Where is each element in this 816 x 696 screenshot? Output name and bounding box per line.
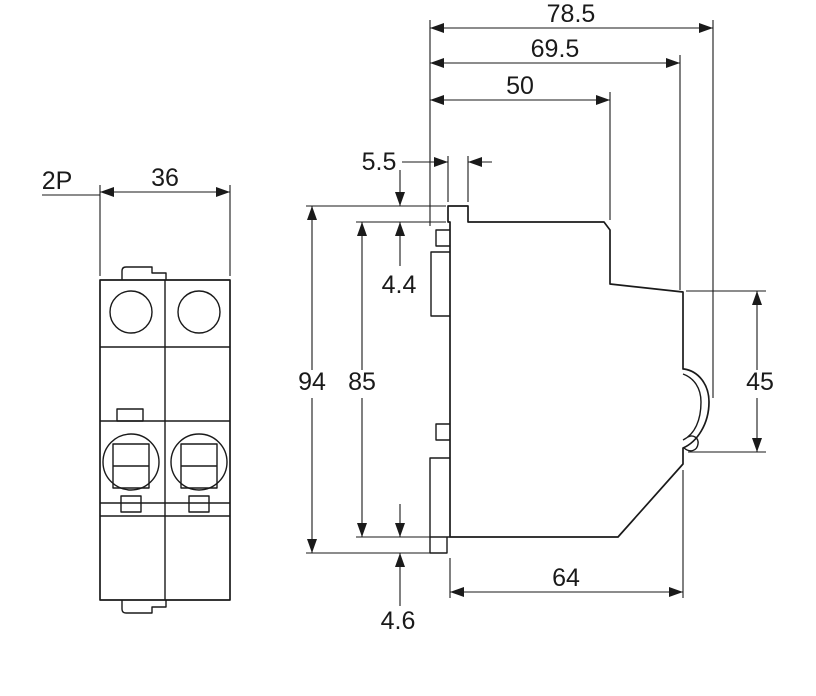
dim-depth-no-clip: 69.5 (430, 35, 681, 290)
front-view (99, 266, 231, 614)
dim-base-depth: 64 (449, 470, 684, 598)
front-toggle-ring-right (170, 433, 228, 491)
dim-label-tab-5-5: 5.5 (362, 148, 397, 176)
dim-label-depth-69-5: 69.5 (531, 35, 580, 63)
front-toggle-ring-left (102, 433, 160, 491)
dim-label-tab-height-4-4: 4.4 (382, 271, 417, 299)
side-top-rail-hook (435, 229, 450, 247)
front-bottom-tab (121, 600, 167, 614)
dim-tab-width: 5.5 (362, 148, 492, 202)
pole-label-group: 2P (42, 167, 100, 196)
dim-rail-span: 45 (686, 290, 774, 453)
side-view (429, 205, 710, 554)
dim-clip-drop: 4.6 (381, 504, 416, 635)
side-body-outline (447, 205, 710, 538)
dim-label-base-64: 64 (552, 564, 580, 592)
dim-body-height: 85 (348, 221, 446, 538)
pole-count-label: 2P (42, 167, 73, 195)
dim-label-clip-4-6: 4.6 (381, 607, 416, 635)
side-bottom-rail-hook (435, 423, 450, 441)
dim-front-width: 36 (99, 164, 231, 276)
dim-label-width-36: 36 (151, 164, 179, 192)
dim-label-height-94: 94 (298, 368, 326, 396)
dim-upper-depth: 50 (430, 72, 611, 220)
dim-tab-height: 4.4 (306, 170, 446, 299)
dim-label-rail-45: 45 (746, 368, 774, 396)
front-label-window (116, 408, 144, 422)
side-toggle-lever-curl (683, 435, 699, 452)
dim-label-depth-78-5: 78.5 (547, 0, 596, 28)
front-terminal-left (109, 290, 153, 334)
dim-label-height-85: 85 (348, 368, 376, 396)
dim-overall-depth: 78.5 (429, 0, 714, 398)
dim-label-depth-50: 50 (506, 72, 534, 100)
front-latch-left (120, 495, 142, 513)
side-bottom-clip-slider (429, 457, 450, 554)
side-top-clip-slider (430, 251, 450, 317)
front-terminal-right (177, 290, 221, 334)
front-latch-right (188, 495, 210, 513)
front-top-tab (121, 266, 167, 280)
dim-overall-height: 94 (298, 206, 430, 554)
side-toggle-lever-inner (682, 373, 702, 441)
